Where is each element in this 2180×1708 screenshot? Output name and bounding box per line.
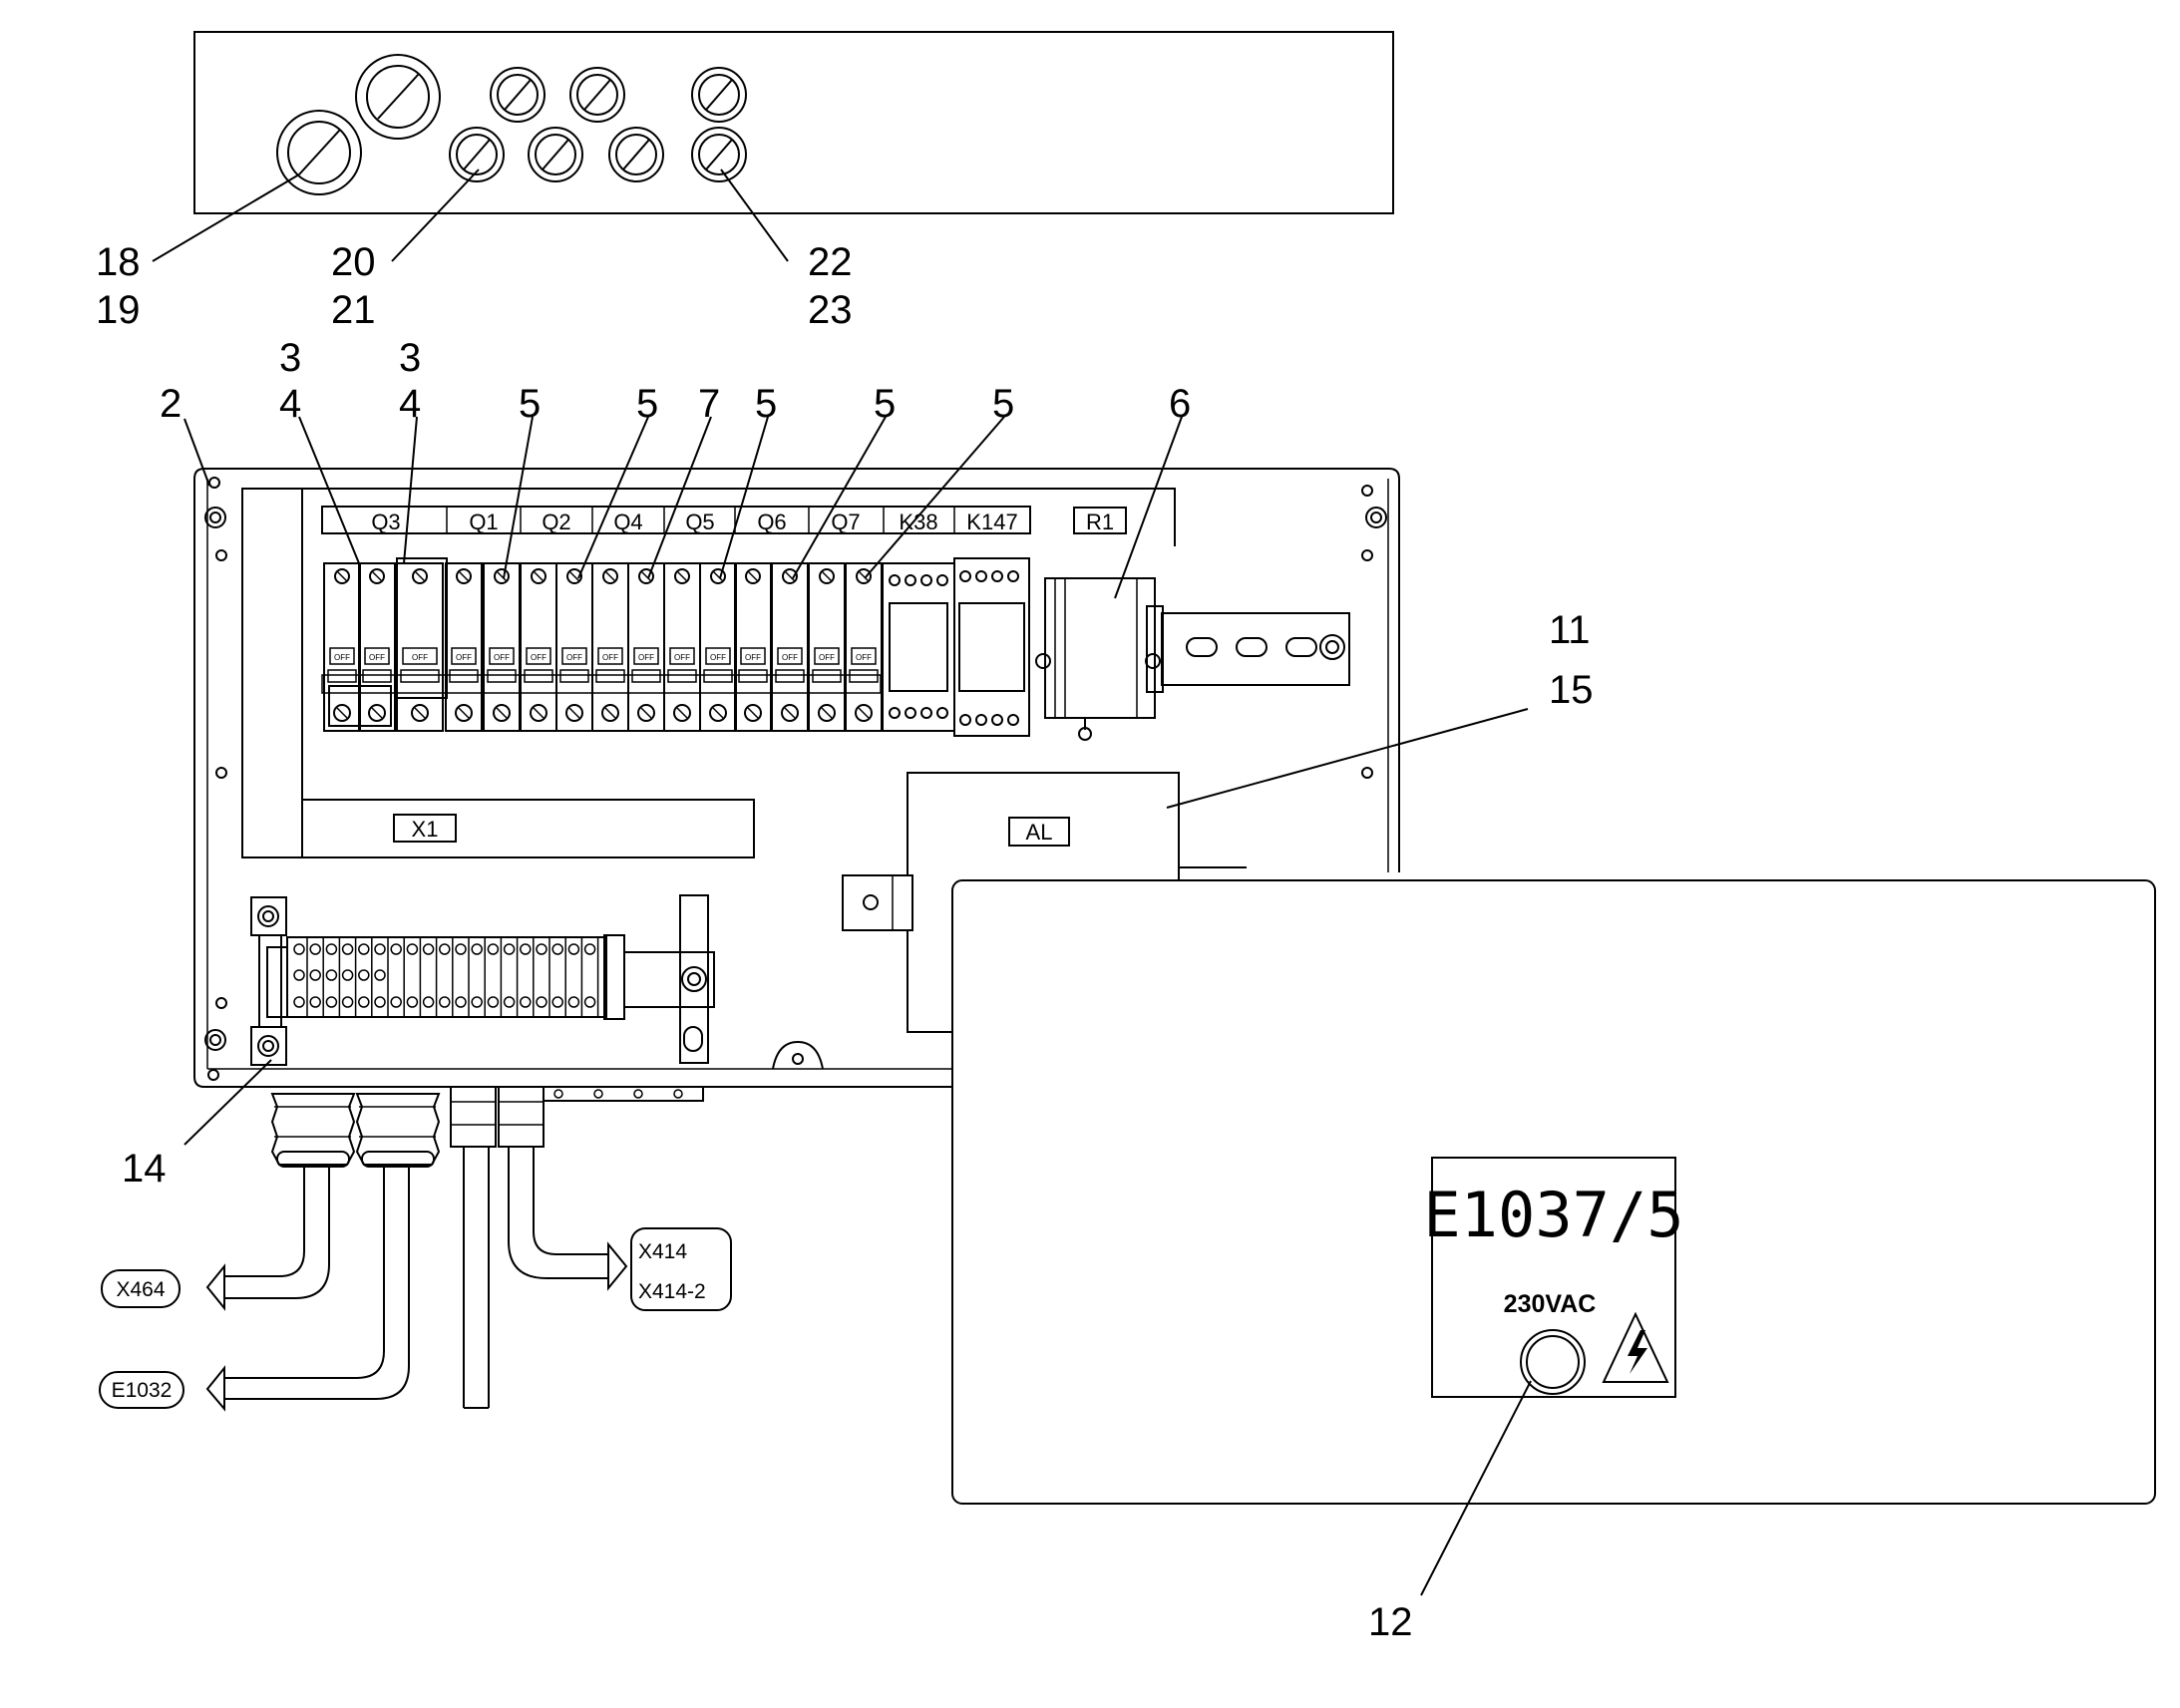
circuit-breaker: OFF <box>734 562 772 732</box>
cable-gland <box>276 110 362 195</box>
callout-20: 20 <box>331 240 376 284</box>
callout-19: 19 <box>96 288 141 332</box>
tag-q4: Q4 <box>613 510 642 534</box>
circuit-breaker: OFF <box>520 562 557 732</box>
cable-gland <box>355 54 441 140</box>
destination-x414-2: X414-2 <box>638 1280 706 1303</box>
callout-14: 14 <box>122 1147 167 1191</box>
circuit-breaker-row: OFF OFF OFF OFF OFF OFF OFF OFF OFF OFF OFF OFF OFF O… <box>321 557 883 732</box>
cable-gland <box>490 67 545 123</box>
cable-gland <box>691 127 747 182</box>
tag-q1: Q1 <box>469 510 498 534</box>
breaker-tag-strip: Q3 Q1 Q2 Q4 Q5 Q6 Q7 K38 K147 R1 <box>321 506 1127 534</box>
tag-q6: Q6 <box>757 510 786 534</box>
al-label: AL <box>1026 820 1053 845</box>
callout-11: 11 <box>1549 608 1591 652</box>
callout-7: 7 <box>698 382 720 426</box>
cable-gland <box>528 127 583 182</box>
callout-5a: 5 <box>519 382 541 426</box>
breaker-off-label: OFF <box>819 653 835 662</box>
cable-gland <box>608 127 664 182</box>
tag-q5: Q5 <box>685 510 714 534</box>
destination-x464: X464 <box>116 1278 165 1301</box>
circuit-breaker: OFF <box>699 562 737 732</box>
front-door-panel: E1037/5 230VAC <box>951 879 2156 1505</box>
callout-21: 21 <box>331 288 376 332</box>
contactor-k38 <box>882 562 955 732</box>
breaker-off-label: OFF <box>369 653 385 662</box>
breaker-off-label: OFF <box>334 653 350 662</box>
callout-5c: 5 <box>755 382 777 426</box>
cabinet-enclosure <box>193 468 1400 1088</box>
tag-k147: K147 <box>966 510 1017 534</box>
circuit-breaker: OFF <box>771 562 809 732</box>
breaker-off-label: OFF <box>412 653 428 662</box>
circuit-breaker: OFF <box>808 562 846 732</box>
callout-5e: 5 <box>992 382 1014 426</box>
bottom-cable-glands <box>205 1086 704 1412</box>
destination-e1032: E1032 <box>112 1379 173 1402</box>
callout-5d: 5 <box>874 382 896 426</box>
circuit-breaker: OFF <box>396 562 444 732</box>
callout-6: 6 <box>1169 382 1191 426</box>
callout-5b: 5 <box>636 382 658 426</box>
breaker-off-label: OFF <box>566 653 582 662</box>
callout-4b: 4 <box>399 382 421 426</box>
callout-2: 2 <box>160 382 182 426</box>
circuit-breaker: OFF <box>591 562 629 732</box>
breaker-off-label: OFF <box>710 653 726 662</box>
circuit-breaker: OFF <box>555 562 593 732</box>
breaker-off-label: OFF <box>856 653 872 662</box>
high-voltage-warning-icon <box>1602 1311 1669 1383</box>
callout-23: 23 <box>808 288 853 332</box>
breaker-off-label: OFF <box>494 653 510 662</box>
breaker-off-label: OFF <box>531 653 546 662</box>
callout-3a: 3 <box>279 336 301 380</box>
indicator-lamp-icon <box>1520 1329 1586 1395</box>
breaker-off-label: OFF <box>638 653 654 662</box>
r1-label: R1 <box>1086 510 1114 534</box>
callout-4a: 4 <box>279 382 301 426</box>
circuit-breaker: OFF <box>663 562 701 732</box>
resistor-r1 <box>1035 577 1350 741</box>
callout-22: 22 <box>808 240 853 284</box>
tag-q7: Q7 <box>831 510 860 534</box>
circuit-breaker: OFF <box>358 562 396 732</box>
callout-3b: 3 <box>399 336 421 380</box>
breaker-off-label: OFF <box>745 653 761 662</box>
callout-15: 15 <box>1549 668 1594 712</box>
circuit-breaker: OFF <box>845 562 883 732</box>
nameplate-id: E1037/5 <box>1423 1179 1683 1251</box>
cable-gland <box>691 67 747 123</box>
callout-18: 18 <box>96 240 141 284</box>
gland-plate <box>193 31 1394 214</box>
breaker-off-label: OFF <box>456 653 472 662</box>
tag-q3: Q3 <box>371 510 400 534</box>
cable-gland <box>569 67 625 123</box>
breaker-off-label: OFF <box>782 653 798 662</box>
breaker-off-label: OFF <box>674 653 690 662</box>
nameplate-voltage: 230VAC <box>1504 1290 1597 1318</box>
destination-x414: X414 <box>638 1240 687 1263</box>
tag-q2: Q2 <box>542 510 570 534</box>
contactor-k147 <box>953 557 1030 737</box>
circuit-breaker: OFF <box>483 562 521 732</box>
terminal-block <box>250 894 715 1066</box>
callout-12: 12 <box>1368 1600 1413 1644</box>
cable-gland <box>449 127 505 182</box>
circuit-breaker: OFF <box>627 562 665 732</box>
x1-label: X1 <box>412 817 439 842</box>
breaker-off-label: OFF <box>602 653 618 662</box>
mounting-plate: X1 <box>241 488 1176 858</box>
circuit-breaker: OFF <box>445 562 483 732</box>
